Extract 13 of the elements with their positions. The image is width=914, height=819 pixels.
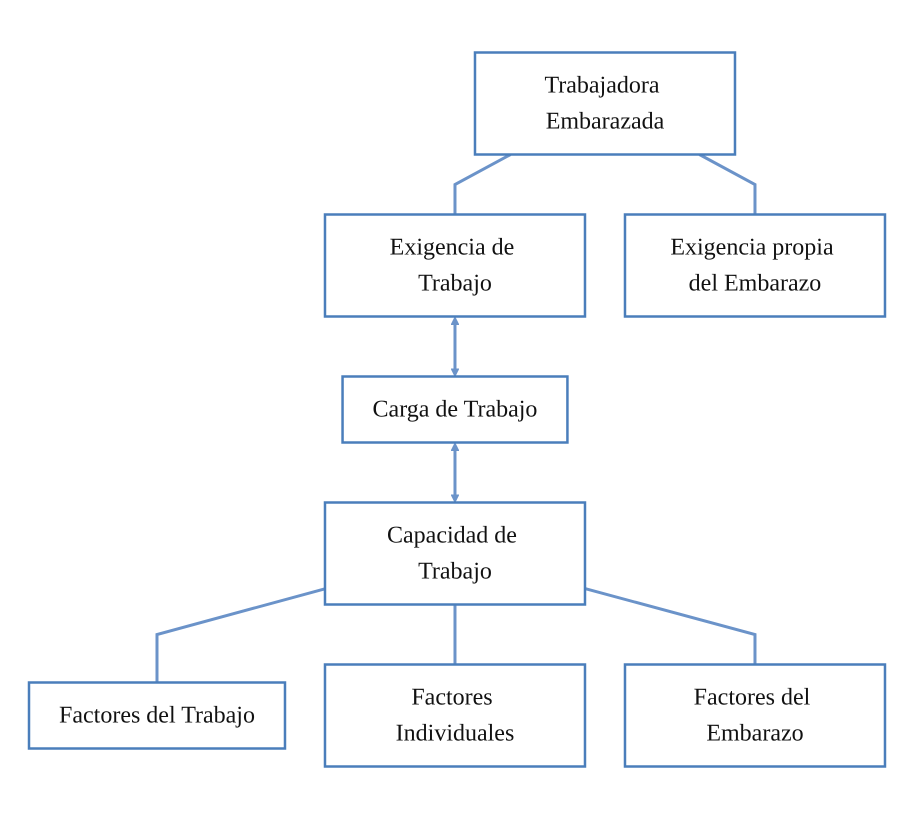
node-box: Carga de Trabajo: [341, 375, 569, 444]
node-box: Factores Individuales: [324, 663, 586, 768]
connector: [156, 587, 326, 682]
connector: [584, 587, 756, 664]
node-box: Trabajadora Embarazada: [474, 51, 736, 156]
node-box: Factores del Trabajo: [28, 681, 286, 750]
arrow: [450, 316, 460, 377]
node-box: Capacidad de Trabajo: [324, 501, 586, 606]
connector: [453, 604, 456, 664]
arrow: [450, 442, 460, 503]
node-box: Exigencia de Trabajo: [324, 213, 586, 318]
node-box: Exigencia propia del Embarazo: [624, 213, 886, 318]
node-box: Factores del Embarazo: [624, 663, 886, 768]
